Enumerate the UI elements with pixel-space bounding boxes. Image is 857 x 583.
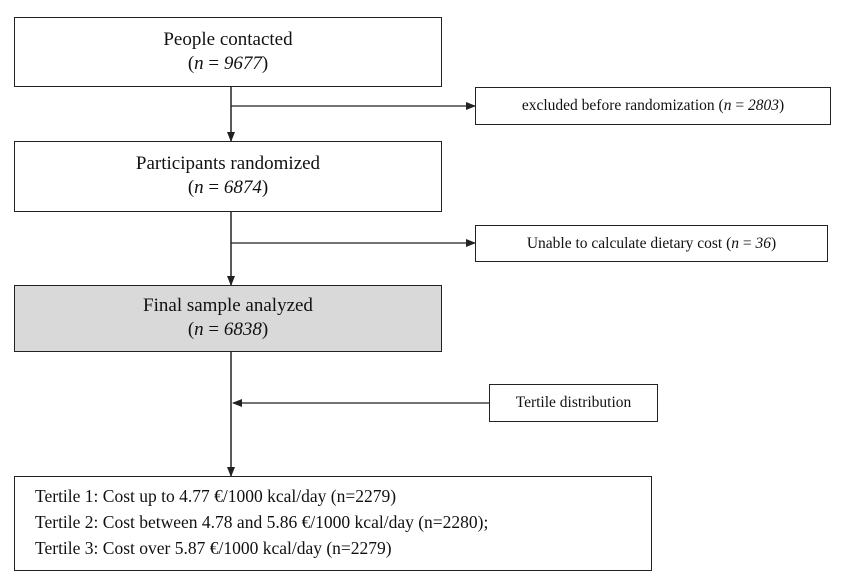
box-tertile-distribution: Tertile distribution bbox=[489, 384, 658, 422]
unable-text: Unable to calculate dietary cost (n = 36… bbox=[526, 234, 777, 252]
box-excluded: excluded before randomization (n = 2803) bbox=[475, 87, 831, 125]
box-final-sample: Final sample analyzed (n = 6838) bbox=[14, 285, 442, 352]
excluded-text: excluded before randomization (n = 2803) bbox=[521, 97, 785, 114]
box-unable-dietary-cost: Unable to calculate dietary cost (n = 36… bbox=[475, 225, 828, 262]
people-contacted-title: People contacted bbox=[163, 29, 293, 50]
tertile-3: Tertile 3: Cost over 5.87 €/1000 kcal/da… bbox=[35, 538, 392, 558]
tertile-distribution-text: Tertile distribution bbox=[515, 394, 632, 411]
box-people-contacted: People contacted (n = 9677) bbox=[14, 17, 442, 87]
box-participants-randomized: Participants randomized (n = 6874) bbox=[14, 141, 442, 212]
final-sample-title: Final sample analyzed bbox=[143, 295, 313, 316]
people-contacted-count: (n = 9677) bbox=[187, 53, 269, 74]
tertile-2: Tertile 2: Cost between 4.78 and 5.86 €/… bbox=[35, 512, 489, 532]
box-tertiles: Tertile 1: Cost up to 4.77 €/1000 kcal/d… bbox=[14, 476, 652, 571]
participants-randomized-title: Participants randomized bbox=[135, 153, 321, 174]
final-sample-count: (n = 6838) bbox=[187, 319, 269, 340]
tertile-1: Tertile 1: Cost up to 4.77 €/1000 kcal/d… bbox=[35, 486, 397, 506]
participants-randomized-count: (n = 6874) bbox=[187, 177, 269, 198]
